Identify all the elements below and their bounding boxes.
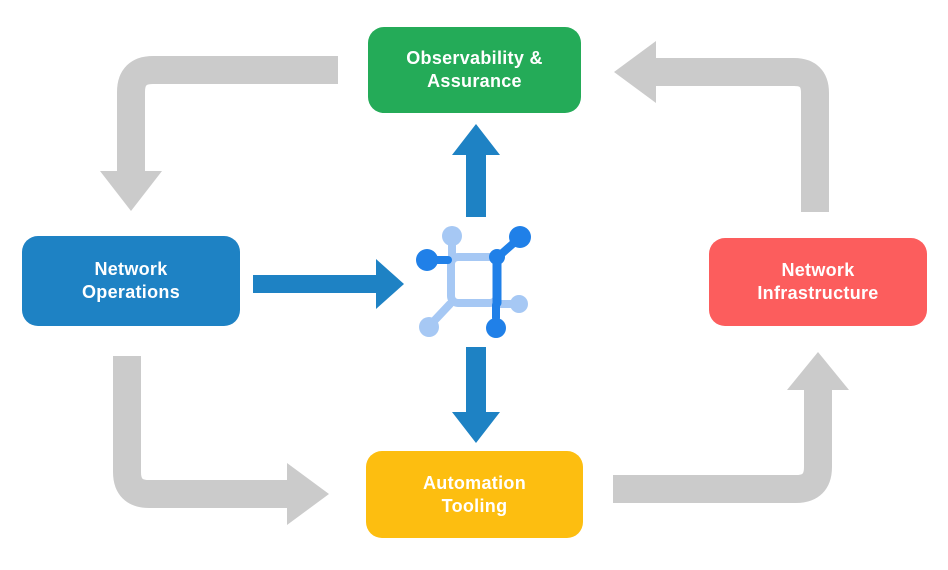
icon-dark-parts [416, 226, 531, 338]
node-label-line: Automation [423, 472, 526, 493]
arrow-head-left-icon [614, 41, 656, 103]
node-network-operations: Network Operations [22, 236, 240, 326]
icon-node-top-right [509, 226, 531, 248]
arrow-center-to-tooling [452, 347, 500, 443]
node-automation-tooling: Automation Tooling [366, 451, 583, 538]
arrow-head-down-icon [100, 171, 162, 211]
node-network-infrastructure: Network Infrastructure [709, 238, 927, 326]
node-label-line: Observability & [406, 48, 543, 68]
arrow-shaft [656, 58, 829, 212]
icon-node-left [416, 249, 438, 271]
node-label-line: Network [781, 260, 855, 280]
icon-square-frame [447, 253, 501, 307]
arrow-shaft [113, 356, 287, 508]
arrow-observability-to-operations [100, 56, 338, 211]
arrow-center-to-observability [452, 124, 500, 217]
node-label-line: Operations [81, 282, 181, 302]
icon-light-parts [419, 226, 528, 337]
arrow-infrastructure-to-observability [614, 41, 829, 212]
arrow-head-right-icon [287, 463, 329, 525]
node-observability-assurance: Observability & Assurance [368, 27, 581, 113]
network-automation-icon [416, 226, 531, 338]
arrow-head-up-icon [452, 124, 500, 155]
node-label-line: Tooling [441, 495, 508, 516]
arrow-head-right-icon [376, 259, 404, 309]
arrow-tooling-to-infrastructure [613, 352, 849, 503]
arrow-head-up-icon [787, 352, 849, 390]
node-label-line: Network [94, 259, 168, 279]
icon-node-top [442, 226, 462, 246]
arrow-head-down-icon [452, 412, 500, 443]
arrow-operations-to-tooling [113, 356, 329, 525]
node-label-line: Assurance [427, 71, 522, 91]
icon-node-right [510, 295, 528, 313]
arrow-operations-to-center [253, 259, 404, 309]
node-label-line: Infrastructure [757, 283, 879, 303]
icon-node-bottom-left [419, 317, 439, 337]
icon-stub-bottom-left [430, 300, 454, 325]
icon-node-bottom [486, 318, 506, 338]
arrow-shaft [117, 56, 338, 173]
arrow-shaft [613, 389, 832, 503]
